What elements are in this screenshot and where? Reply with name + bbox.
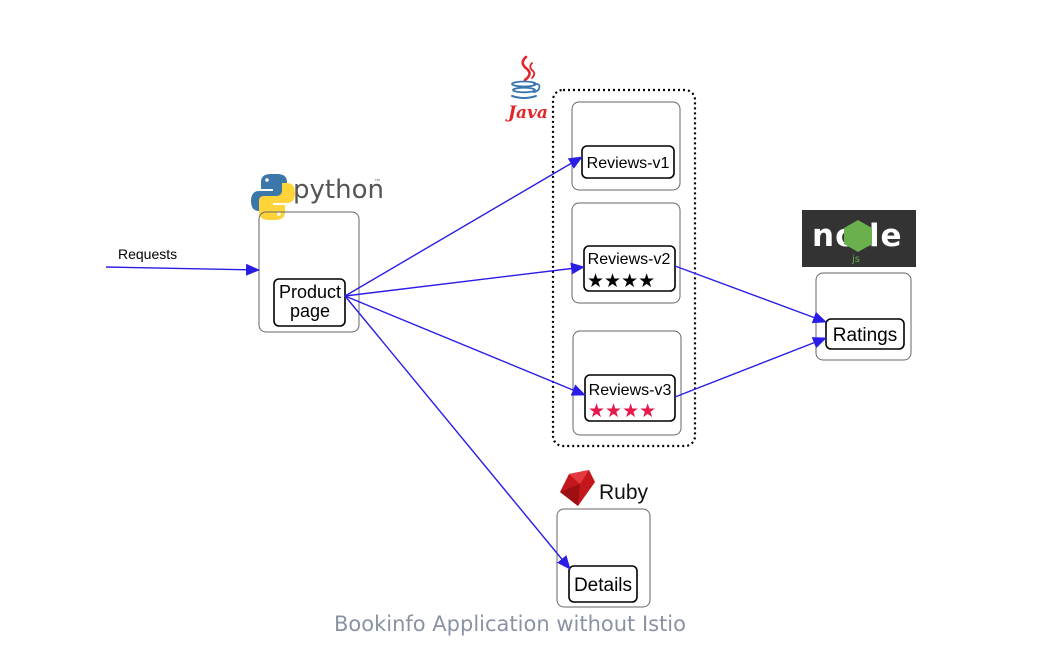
ruby-gem-icon <box>560 470 595 506</box>
details-service: Details <box>568 565 638 603</box>
reviews-v3-service: Reviews-v3 ★★★★ <box>584 374 676 422</box>
arrow-productpage-to-details <box>344 295 571 570</box>
reviews-group-boundary <box>551 88 697 448</box>
python-trademark: ™ <box>374 178 381 186</box>
arrow-reviews-v2-to-ratings <box>674 265 827 324</box>
java-wordmark: Java <box>505 103 548 123</box>
nodejs-hexagon-icon <box>844 220 872 252</box>
python-snake-icon <box>251 174 295 220</box>
ruby-wordmark: Ruby <box>599 481 649 504</box>
ruby-logo: Ruby <box>560 470 649 506</box>
reviews-v1-service: Reviews-v1 <box>581 145 675 179</box>
reviews-v1-label: Reviews-v1 <box>587 155 670 172</box>
details-container <box>556 508 651 608</box>
productpage-service: Product page <box>273 278 346 327</box>
ratings-service: Ratings <box>825 318 905 350</box>
java-logo: Java <box>505 55 548 123</box>
requests-edge-label: Requests <box>118 246 177 262</box>
arrow-requests-to-productpage <box>105 263 260 276</box>
productpage-label-line2: page <box>290 301 330 321</box>
reviews-v2-label: Reviews-v2 <box>588 251 671 268</box>
arrow-productpage-to-reviews-v1 <box>344 156 583 297</box>
nodejs-js-label: js <box>851 254 860 265</box>
details-label: Details <box>574 575 632 596</box>
reviews-v2-container <box>571 202 681 304</box>
java-cup-icon <box>511 55 541 99</box>
python-wordmark: python <box>293 175 384 205</box>
python-logo: python ™ <box>251 174 384 220</box>
arrow-productpage-to-reviews-v2 <box>344 262 585 297</box>
productpage-label-line1: Product <box>279 282 341 302</box>
ratings-label: Ratings <box>833 325 897 346</box>
arrows <box>105 156 827 570</box>
reviews-v2-stars: ★★★★ <box>587 270 655 292</box>
arrow-reviews-v3-to-ratings <box>674 337 827 398</box>
reviews-v2-service: Reviews-v2 ★★★★ <box>583 245 676 292</box>
reviews-v3-stars: ★★★★ <box>588 400 656 422</box>
reviews-v3-label: Reviews-v3 <box>589 382 672 399</box>
arrow-productpage-to-reviews-v3 <box>344 295 586 396</box>
reviews-v3-container <box>572 330 682 436</box>
reviews-v1-container <box>571 101 681 191</box>
diagram-caption: Bookinfo Application without Istio <box>333 612 686 636</box>
nodejs-logo: node js <box>802 210 916 267</box>
